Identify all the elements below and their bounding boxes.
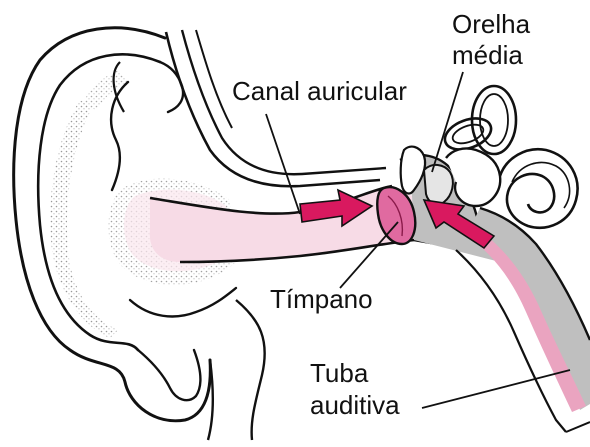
label-middle-ear-line2: média — [452, 40, 523, 70]
label-ear-canal: Canal auricular — [232, 76, 407, 106]
label-eardrum: Tímpano — [270, 284, 373, 314]
label-middle-ear-line1: Orelha — [452, 9, 531, 39]
label-auditory-tube-line2: auditiva — [310, 390, 400, 420]
label-auditory-tube-line1: Tuba — [310, 358, 369, 388]
